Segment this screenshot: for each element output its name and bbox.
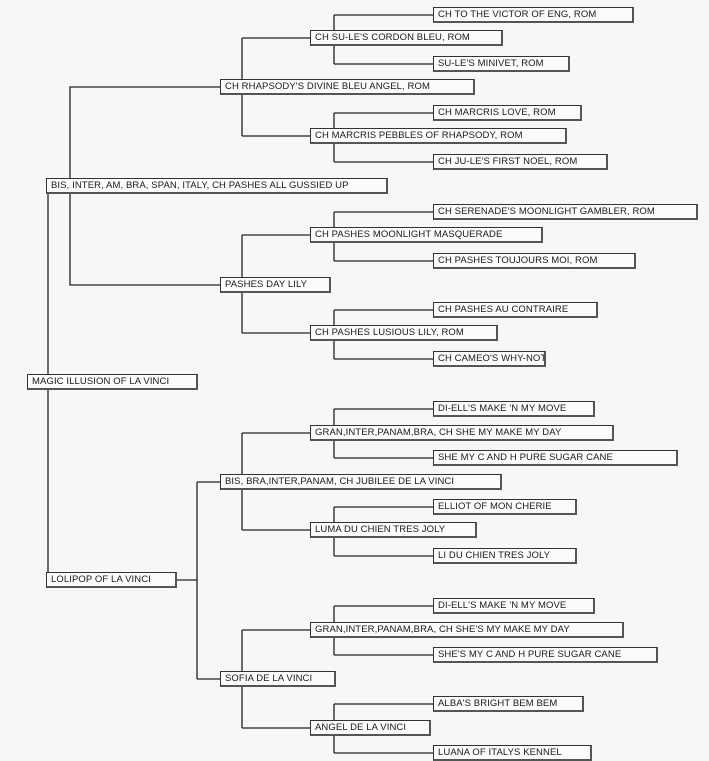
- sire-sire-box: CH RHAPSODY'S DIVINE BLEU ANGEL, ROM: [220, 79, 475, 95]
- gen4-box-1: CH TO THE VICTOR OF ENG, ROM: [433, 7, 634, 23]
- gen4-box-15: ALBA'S BRIGHT BEM BEM: [433, 696, 584, 712]
- gen4-box-11: ELLIOT OF MON CHERIE: [433, 499, 577, 515]
- gen3-box-7: GRAN,INTER,PANAM,BRA, CH SHE'S MY MAKE M…: [310, 622, 624, 638]
- gen4-box-4: CH JU-LE'S FIRST NOEL, ROM: [433, 154, 608, 170]
- sire-box: BIS, INTER, AM, BRA, SPAN, ITALY, CH PAS…: [46, 178, 388, 194]
- gen4-box-14: SHE'S MY C AND H PURE SUGAR CANE: [433, 647, 658, 663]
- gen4-box-8: CH CAMEO'S WHY-NOT: [433, 351, 546, 367]
- gen3-box-4: CH PASHES LUSIOUS LILY, ROM: [310, 325, 498, 341]
- gen4-box-2: SU-LE'S MINIVET, ROM: [433, 56, 570, 72]
- gen3-box-1: CH SU-LE'S CORDON BLEU, ROM: [310, 30, 503, 46]
- gen4-box-13: DI-ELL'S MAKE 'N MY MOVE: [433, 598, 595, 614]
- gen4-box-9: DI-ELL'S MAKE 'N MY MOVE: [433, 401, 595, 417]
- subject-dog-box: MAGIC ILLUSION OF LA VINCI: [27, 374, 198, 390]
- gen4-box-3: CH MARCRIS LOVE, ROM: [433, 105, 582, 121]
- sire-dam-box: PASHES DAY LILY: [220, 277, 331, 293]
- gen4-box-16: LUANA OF ITALYS KENNEL: [433, 745, 592, 761]
- gen4-box-12: LI DU CHIEN TRES JOLY: [433, 548, 577, 564]
- gen3-box-2: CH MARCRIS PEBBLES OF RHAPSODY, ROM: [310, 128, 567, 144]
- gen3-box-6: LUMA DU CHIEN TRES JOLY: [310, 522, 477, 538]
- gen4-box-5: CH SERENADE'S MOONLIGHT GAMBLER, ROM: [433, 204, 698, 220]
- connector-sire: [69, 86, 222, 286]
- gen4-box-6: CH PASHES TOUJOURS MOI, ROM: [433, 253, 636, 269]
- gen4-box-7: CH PASHES AU CONTRAIRE: [433, 302, 598, 318]
- gen3-box-3: CH PASHES MOONLIGHT MASQUERADE: [310, 227, 543, 243]
- dam-sire-box: BIS, BRA,INTER,PANAM, CH JUBILEE DE LA V…: [220, 474, 502, 490]
- gen4-box-10: SHE MY C AND H PURE SUGAR CANE: [433, 450, 678, 466]
- dam-dam-box: SOFIA DE LA VINCI: [220, 671, 336, 687]
- gen3-box-5: GRAN,INTER,PANAM,BRA, CH SHE MY MAKE MY …: [310, 425, 614, 441]
- dam-box: LOLIPOP OF LA VINCI: [46, 572, 177, 588]
- gen3-box-8: ANGEL DE LA VINCI: [310, 720, 431, 736]
- connector-dam: [175, 481, 222, 680]
